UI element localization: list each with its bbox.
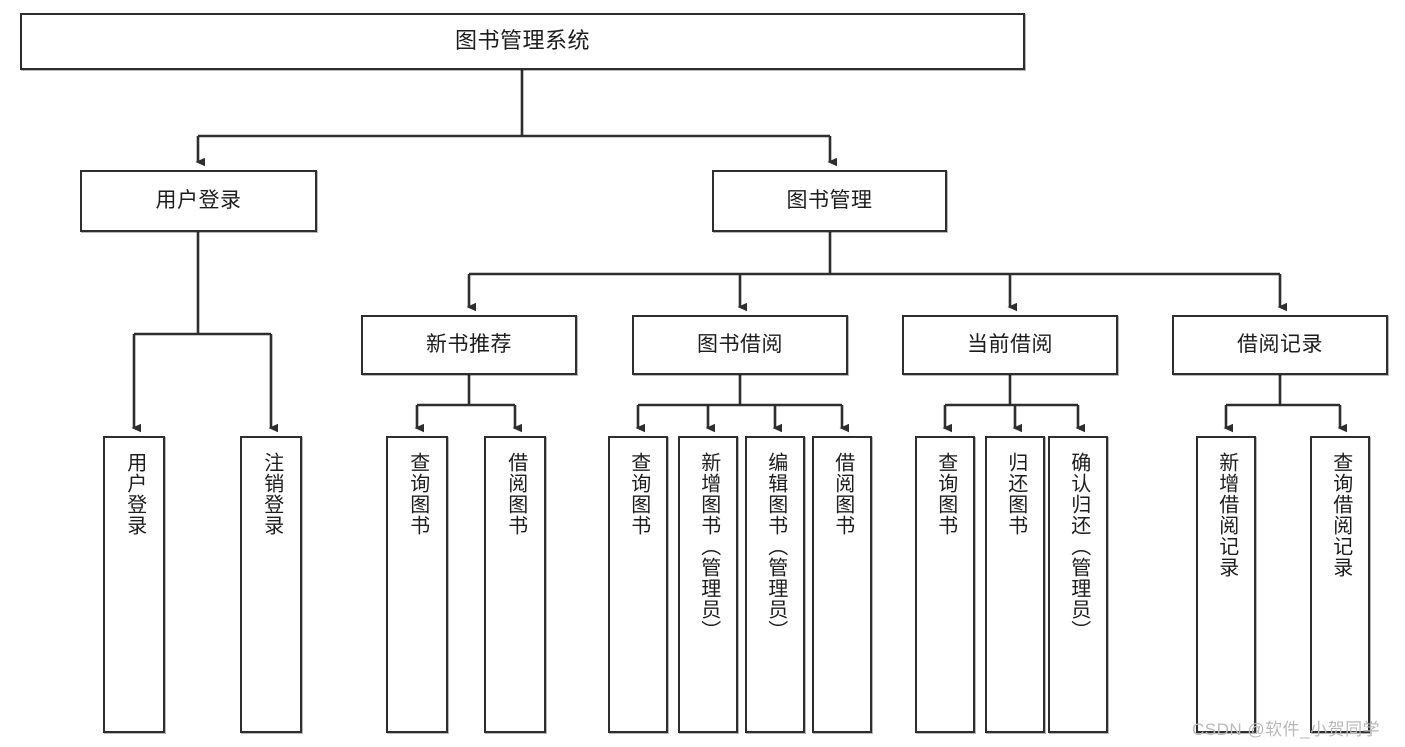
node-book-borrow-label: 图书借阅 [697, 333, 783, 357]
node-leaf-add-book-label: 新增图书（管理员） [697, 452, 720, 641]
node-leaf-borrow-book-1[interactable]: 借阅图书 [484, 436, 546, 733]
node-leaf-borrow-book-2[interactable]: 借阅图书 [812, 436, 872, 733]
edges-borrowrecord-to-leaves [1223, 375, 1347, 433]
node-leaf-query-book-1-label: 查询图书 [406, 452, 429, 536]
node-leaf-confirm-return-label: 确认归还（管理员） [1067, 452, 1090, 641]
node-book-manage[interactable]: 图书管理 [712, 170, 947, 232]
node-leaf-query-record[interactable]: 查询借阅记录 [1310, 436, 1370, 733]
csdn-watermark: CSDN @软件_小贺同学 [1192, 720, 1381, 739]
node-leaf-user-logout[interactable]: 注销登录 [240, 436, 302, 733]
node-leaf-borrow-book-1-label: 借阅图书 [504, 452, 527, 536]
node-current-borrow[interactable]: 当前借阅 [902, 315, 1118, 375]
edges-currentborrow-to-leaves [942, 375, 1085, 433]
node-leaf-add-book[interactable]: 新增图书（管理员） [678, 436, 738, 733]
node-book-borrow[interactable]: 图书借阅 [632, 315, 848, 375]
node-book-manage-label: 图书管理 [786, 189, 873, 213]
node-leaf-add-record-label: 新增借阅记录 [1215, 452, 1238, 578]
node-new-book-rec-label: 新书推荐 [426, 333, 512, 357]
node-leaf-confirm-return[interactable]: 确认归还（管理员） [1048, 436, 1108, 733]
node-leaf-edit-book-label: 编辑图书（管理员） [764, 452, 787, 641]
node-leaf-add-record[interactable]: 新增借阅记录 [1196, 436, 1256, 733]
node-leaf-query-record-label: 查询借阅记录 [1329, 452, 1352, 578]
node-borrow-record-label: 借阅记录 [1237, 333, 1323, 357]
node-leaf-user-login[interactable]: 用户登录 [103, 436, 165, 733]
edges-newbookrec-to-leaves [414, 375, 522, 433]
node-leaf-user-login-label: 用户登录 [123, 452, 146, 536]
node-new-book-rec[interactable]: 新书推荐 [361, 315, 577, 375]
node-leaf-query-book-1[interactable]: 查询图书 [386, 436, 448, 733]
node-current-borrow-label: 当前借阅 [967, 333, 1053, 357]
node-root[interactable]: 图书管理系统 [20, 13, 1025, 70]
node-leaf-query-book-3[interactable]: 查询图书 [915, 436, 975, 733]
edges-userlogin-to-leaves [131, 232, 278, 433]
node-leaf-user-logout-label: 注销登录 [260, 452, 283, 536]
node-leaf-query-book-2[interactable]: 查询图书 [608, 436, 668, 733]
edges-bookborrow-to-leaves [635, 375, 849, 433]
node-borrow-record[interactable]: 借阅记录 [1172, 315, 1388, 375]
edges-bookmanage-to-level3 [466, 232, 1287, 312]
node-leaf-borrow-book-2-label: 借阅图书 [831, 452, 854, 536]
node-leaf-return-book[interactable]: 归还图书 [985, 436, 1045, 733]
node-leaf-query-book-3-label: 查询图书 [934, 452, 957, 536]
node-user-login-label: 用户登录 [155, 189, 242, 213]
node-user-login[interactable]: 用户登录 [80, 170, 317, 232]
node-leaf-query-book-2-label: 查询图书 [627, 452, 650, 536]
edges-root-to-level2 [195, 70, 837, 167]
node-root-label: 图书管理系统 [454, 28, 590, 54]
node-leaf-return-book-label: 归还图书 [1004, 452, 1027, 536]
node-leaf-edit-book[interactable]: 编辑图书（管理员） [745, 436, 805, 733]
